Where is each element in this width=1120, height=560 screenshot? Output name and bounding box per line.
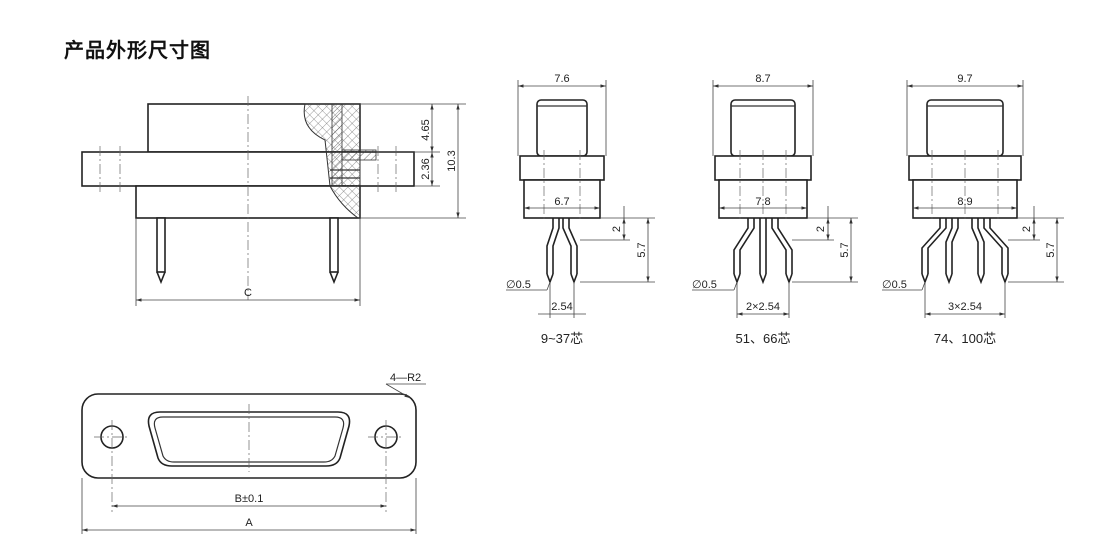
dia-0-5: ∅0.5 <box>692 279 717 291</box>
dim-8-7: 8.7 <box>755 73 770 85</box>
side-pin-left <box>156 217 166 285</box>
dim-9-7: 9.7 <box>957 73 972 85</box>
dia-0-5: ∅0.5 <box>506 279 531 291</box>
caption-9-37: 9~37芯 <box>541 331 583 346</box>
caption-74-100: 74、100芯 <box>934 331 996 346</box>
dim-2: 2 <box>815 226 827 232</box>
dim-5-7: 5.7 <box>1045 242 1057 257</box>
dim-2: 2 <box>1021 226 1033 232</box>
side-view: 4.65 2.36 10.3 C <box>81 96 466 306</box>
d-shell-inner <box>153 416 345 463</box>
side-pin-right <box>329 217 339 285</box>
pin-view-51-66: 8.7 7.8 2 5.7 ∅0.5 2×2.54 51、66芯 <box>692 73 858 346</box>
front-view: 4—R2 B±0.1 A <box>81 372 426 534</box>
dim-7-6: 7.6 <box>554 73 569 85</box>
dim-8-9: 8.9 <box>957 196 972 208</box>
dim-7-8: 7.8 <box>755 196 770 208</box>
page-title: 产品外形尺寸图 <box>64 38 211 62</box>
pitch-3x2-54: 3×2.54 <box>948 301 982 313</box>
dim-2: 2 <box>611 226 623 232</box>
pin-view-74-100: 9.7 8.9 2 5.7 ∅0.5 3×2.54 74、100芯 <box>882 73 1064 346</box>
dim-a: A <box>245 517 253 529</box>
dim-10-3: 10.3 <box>446 150 458 171</box>
dia-0-5: ∅0.5 <box>882 279 907 291</box>
dim-5-7: 5.7 <box>839 242 851 257</box>
caption-51-66: 51、66芯 <box>736 331 791 346</box>
dim-4-65: 4.65 <box>420 119 432 140</box>
dim-6-7: 6.7 <box>554 196 569 208</box>
pin-view-9-37: 7.6 6.7 2 5.7 ∅0.5 2.54 9~37芯 <box>506 73 655 346</box>
dim-b: B±0.1 <box>235 493 264 505</box>
radius-note: 4—R2 <box>390 372 421 384</box>
dim-5-7: 5.7 <box>636 242 648 257</box>
dim-c: C <box>244 287 252 299</box>
pitch-2x2-54: 2×2.54 <box>746 301 780 313</box>
d-shell-outer <box>147 411 351 467</box>
pitch-2-54: 2.54 <box>551 301 572 313</box>
dim-2-36: 2.36 <box>420 158 432 179</box>
